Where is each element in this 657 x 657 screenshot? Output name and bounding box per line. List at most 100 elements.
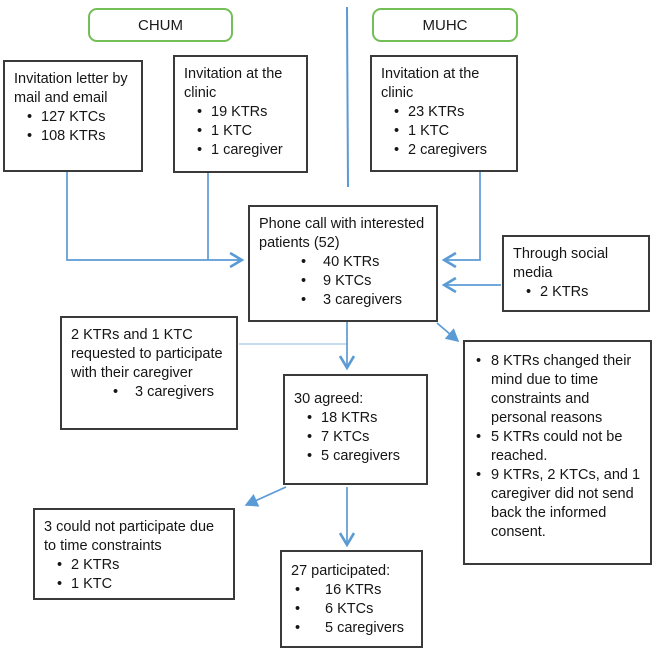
bullet-row: • 3 caregivers [71,383,227,402]
bullet-dot: • [394,123,400,139]
bullet-row: • 2 caregivers [381,141,507,160]
box-invitation-mail: Invitation letter by mail and email • 127… [3,60,143,172]
bullet-dot: • [476,429,482,445]
bullet-row: • 8 KTRs changed their mind due to time c… [474,352,641,428]
muhc-site-label: MUHC [372,8,518,42]
box-title: 2 KTRs and 1 KTC requested to participat… [71,327,223,381]
bullet-row: • 1 KTC [381,122,507,141]
arrow-muhc-clinic-to-phone [441,172,481,269]
bullet-text: 5 KTRs could not be reached. [491,429,623,464]
bullet-text: 19 KTRs [211,104,268,120]
box-requested-caregiver: 2 KTRs and 1 KTC requested to participat… [60,316,238,430]
bullet-text: 3 caregivers [323,292,402,308]
bullet-text: 18 KTRs [321,410,378,426]
bullet-row: • 5 caregivers [291,619,412,638]
chum-site-text: CHUM [138,16,183,34]
bullet-text: 2 KTRs [540,284,589,300]
box-could-not-participate: 3 could not participate due to time cons… [33,508,235,600]
bullet-dot: • [27,128,33,144]
bullet-dot: • [301,292,307,308]
bullet-dot: • [197,104,203,120]
bullet-dot: • [295,582,301,598]
box-title: Invitation at the clinic [381,66,480,101]
bullet-text: 5 caregivers [321,448,400,464]
box-title: 27 participated: [291,563,391,579]
bullet-row: • 18 KTRs [294,409,417,428]
bullet-dot: • [307,448,313,464]
box-title: 30 agreed: [294,391,364,407]
bullet-dot: • [307,410,313,426]
bullet-row: • 6 KTCs [291,600,412,619]
bullet-text: 1 KTC [71,576,113,592]
bullet-row: • 16 KTRs [291,581,412,600]
arrow-mail-to-phone [66,172,245,269]
bullet-dot: • [57,576,63,592]
bullet-text: 8 KTRs changed their mind due to time co… [491,353,632,426]
bullet-text: 2 caregivers [408,142,487,158]
bullet-dot: • [295,601,301,617]
bullet-text: 1 caregiver [211,142,283,158]
bullet-row: • 2 KTRs [44,556,224,575]
bullet-row: • 23 KTRs [381,103,507,122]
bullet-dot: • [307,429,313,445]
box-participated: 27 participated: • 16 KTRs • 6 KTCs • 5 car… [280,550,423,648]
box-title: Invitation at the clinic [184,66,283,101]
box-dropouts: • 8 KTRs changed their mind due to time c… [463,340,652,565]
bullet-row: • 7 KTCs [294,428,417,447]
box-title: Invitation letter by mail and email [14,71,128,106]
box-phone-call: Phone call with interested patients (52)… [248,205,438,322]
bullet-text: 1 KTC [211,123,253,139]
bullet-text: 108 KTRs [41,128,106,144]
bullet-dot: • [57,557,63,573]
box-social-media: Through social media • 2 KTRs [502,235,650,312]
bullet-text: 6 KTCs [325,601,374,617]
bullet-row: • 108 KTRs [14,127,132,146]
chum-site-label: CHUM [88,8,233,42]
bullet-text: 7 KTCs [321,429,370,445]
muhc-site-text: MUHC [422,16,468,34]
bullet-dot: • [394,104,400,120]
bullet-dot: • [113,384,119,400]
bullet-dot: • [295,620,301,636]
bullet-row: • 1 KTC [184,122,297,141]
bullet-row: •40 KTRs [259,253,427,272]
bullet-row: • 1 caregiver [184,141,297,160]
bullet-row: • 5 KTRs could not be reached. [474,428,641,466]
bullet-row: • 19 KTRs [184,103,297,122]
box-agreed: 30 agreed: • 18 KTRs • 7 KTCs • 5 caregiver… [283,374,428,485]
bullet-text: 3 caregivers [135,384,214,400]
bullet-text: 9 KTRs, 2 KTCs, and 1 caregiver did not … [491,467,641,540]
bullet-dot: • [476,467,482,483]
bullet-row: • 1 KTC [44,575,224,594]
bullet-text: 127 KTCs [41,109,106,125]
bullet-row: • 9 KTRs, 2 KTCs, and 1 caregiver did not… [474,466,641,542]
bullet-text: 5 caregivers [325,620,404,636]
bullet-dot: • [197,123,203,139]
bullet-text: 16 KTRs [325,582,382,598]
bullet-text: 23 KTRs [408,104,465,120]
box-invitation-clinic-chum: Invitation at the clinic • 19 KTRs • 1 KTC… [173,55,308,173]
bullet-row: •9 KTCs [259,272,427,291]
bullet-text: 2 KTRs [71,557,120,573]
bullet-dot: • [27,109,33,125]
bullet-row: • 127 KTCs [14,108,132,127]
bullet-row: • 3 caregivers [259,291,427,310]
box-invitation-clinic-muhc: Invitation at the clinic • 23 KTRs • 1 KTC… [370,55,518,172]
bullet-dot: • [197,142,203,158]
box-title: Phone call with interested patients (52) [259,216,425,251]
box-title: Through social media [513,246,609,281]
bullet-dot: • [394,142,400,158]
bullet-text: 1 KTC [408,123,450,139]
arrow-phone-to-dropouts [436,322,460,342]
box-title: 3 could not participate due to time cons… [44,519,215,554]
bullet-dot: • [301,254,307,270]
bullet-row: • 2 KTRs [513,283,639,302]
bullet-dot: • [476,353,482,369]
bullet-row: • 5 caregivers [294,447,417,466]
site-divider-line [346,6,349,188]
bullet-dot: • [301,273,307,289]
bullet-dot: • [526,284,532,300]
arrow-agreed-to-couldnot [244,486,287,507]
